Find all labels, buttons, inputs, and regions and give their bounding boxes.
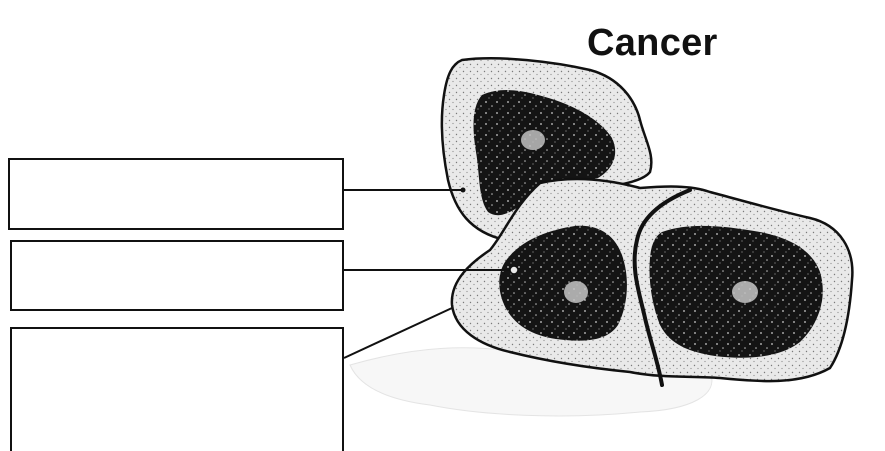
label-box-cytoplasm[interactable] (10, 327, 344, 451)
diagram-title: Cancer (587, 22, 718, 65)
leader-ring-2 (510, 266, 518, 274)
left-daughter-nucleolus (564, 281, 588, 303)
leader-dot-1 (461, 188, 466, 193)
right-daughter-nucleolus (732, 281, 758, 303)
label-box-cell-membrane[interactable] (8, 158, 344, 230)
upper-cell-nucleolus (521, 130, 545, 150)
label-box-nucleolus[interactable] (10, 240, 344, 311)
